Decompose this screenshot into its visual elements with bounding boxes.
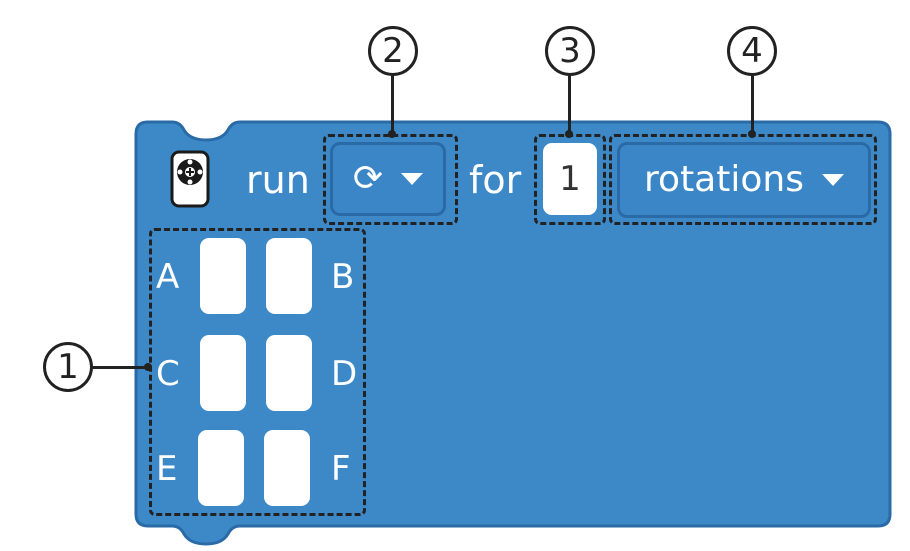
port-a-label: A — [156, 257, 180, 297]
port-b-selector[interactable] — [266, 238, 312, 314]
callout-3-anchor — [565, 130, 573, 138]
unit-dropdown[interactable]: rotations — [617, 142, 871, 218]
callout-1: 1 — [43, 342, 93, 392]
rotate-clockwise-icon: ⟳ — [352, 158, 384, 199]
run-label: run — [246, 158, 310, 202]
for-label: for — [469, 158, 522, 202]
port-d-selector[interactable] — [266, 335, 312, 411]
port-b-label: B — [331, 257, 355, 297]
dropdown-caret-icon — [401, 173, 424, 185]
amount-highlight-box — [534, 134, 606, 225]
unit-highlight-box — [609, 134, 877, 225]
callout-2: 2 — [368, 26, 418, 76]
port-e-selector[interactable] — [198, 430, 244, 506]
port-c-selector[interactable] — [200, 335, 246, 411]
callout-4: 4 — [727, 26, 777, 76]
direction-highlight-box — [323, 134, 458, 225]
dropdown-caret-icon — [821, 174, 844, 186]
ports-highlight-box — [149, 228, 366, 516]
port-a-selector[interactable] — [200, 238, 246, 314]
port-e-label: E — [156, 449, 178, 489]
motor-icon — [170, 150, 210, 208]
callout-2-anchor — [388, 130, 396, 138]
port-f-label: F — [331, 449, 351, 489]
callout-4-leader — [751, 72, 754, 134]
callout-2-leader — [391, 72, 394, 134]
port-c-label: C — [156, 354, 180, 394]
port-f-selector[interactable] — [264, 430, 310, 506]
callout-3-leader — [568, 72, 571, 134]
unit-dropdown-value: rotations — [644, 159, 804, 200]
amount-input[interactable]: 1 — [543, 143, 597, 215]
callout-1-leader — [92, 366, 148, 369]
callout-4-anchor — [748, 130, 756, 138]
callout-3: 3 — [545, 26, 595, 76]
direction-dropdown[interactable]: ⟳ — [330, 142, 446, 216]
callout-1-anchor — [144, 363, 152, 371]
port-d-label: D — [331, 354, 358, 394]
